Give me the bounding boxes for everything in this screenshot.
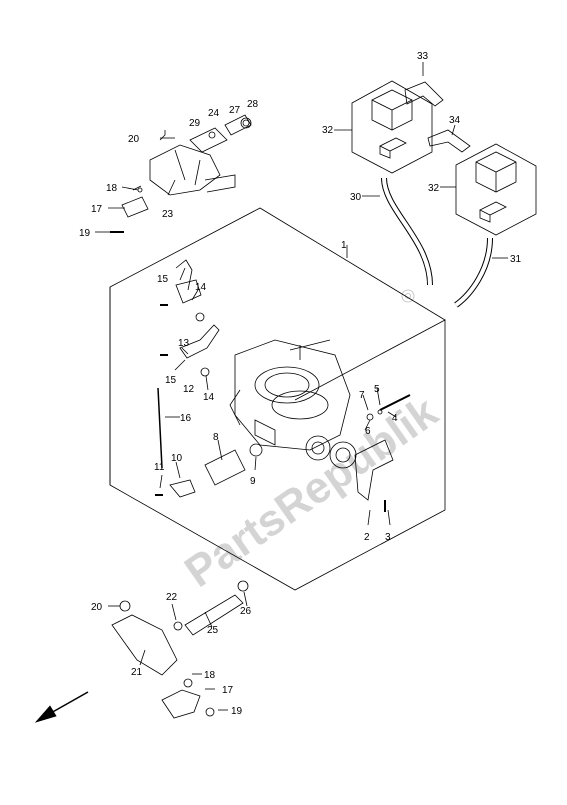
bracket-33 (404, 81, 444, 107)
label-11: 11 (154, 462, 165, 473)
label-5: 5 (374, 384, 380, 395)
parts-left (155, 259, 263, 498)
label-17b: 17 (222, 685, 234, 696)
label-24: 24 (208, 108, 220, 119)
label-23: 23 (162, 209, 174, 220)
label-3: 3 (385, 532, 391, 543)
label-19a: 19 (79, 228, 91, 239)
label-6: 6 (365, 426, 371, 437)
injector-assembly-bottom (111, 580, 249, 719)
label-29: 29 (189, 118, 201, 129)
label-9: 9 (250, 476, 256, 487)
label-12: 12 (183, 384, 195, 395)
sensor-block-right (475, 151, 517, 223)
label-17a: 17 (91, 204, 103, 215)
leader-lines (95, 62, 508, 711)
label-18a: 18 (106, 183, 118, 194)
label-4: 4 (392, 413, 398, 424)
parts-right (354, 394, 411, 512)
label-18b: 18 (204, 670, 216, 681)
throttle-body (229, 339, 357, 469)
label-25: 25 (207, 625, 219, 636)
watermark-text: PartsRepublik (176, 387, 447, 597)
label-2: 2 (364, 532, 370, 543)
box-32-top (351, 80, 433, 174)
label-15b: 15 (165, 375, 177, 386)
assembly-box (109, 207, 446, 591)
injector-assembly-top (110, 114, 252, 233)
label-10: 10 (171, 453, 183, 464)
label-14a: 14 (195, 282, 207, 293)
bracket-34 (427, 129, 471, 153)
label-33: 33 (417, 51, 429, 62)
label-34: 34 (449, 115, 461, 126)
label-7: 7 (359, 390, 365, 401)
label-13: 13 (178, 338, 190, 349)
label-28: 28 (247, 99, 259, 110)
label-27: 27 (229, 105, 241, 116)
part-labels: 1 2 3 4 5 6 7 8 9 10 11 12 13 14 14 15 1… (79, 51, 522, 717)
label-20b: 20 (91, 602, 103, 613)
label-16: 16 (180, 413, 192, 424)
front-arrow-icon (34, 691, 89, 723)
label-1: 1 (341, 240, 347, 251)
label-22: 22 (166, 592, 178, 603)
label-31: 31 (510, 254, 522, 265)
hose-31 (454, 237, 493, 308)
label-32b: 32 (428, 183, 440, 194)
label-20a: 20 (128, 134, 140, 145)
label-21: 21 (131, 667, 143, 678)
label-26: 26 (240, 606, 252, 617)
hose-30 (381, 177, 433, 286)
label-30: 30 (350, 192, 362, 203)
label-14b: 14 (203, 392, 215, 403)
sensor-block-top (371, 89, 413, 159)
label-32a: 32 (322, 125, 334, 136)
label-19b: 19 (231, 706, 243, 717)
label-8: 8 (213, 432, 219, 443)
box-32-right (455, 143, 537, 236)
label-15a: 15 (157, 274, 169, 285)
